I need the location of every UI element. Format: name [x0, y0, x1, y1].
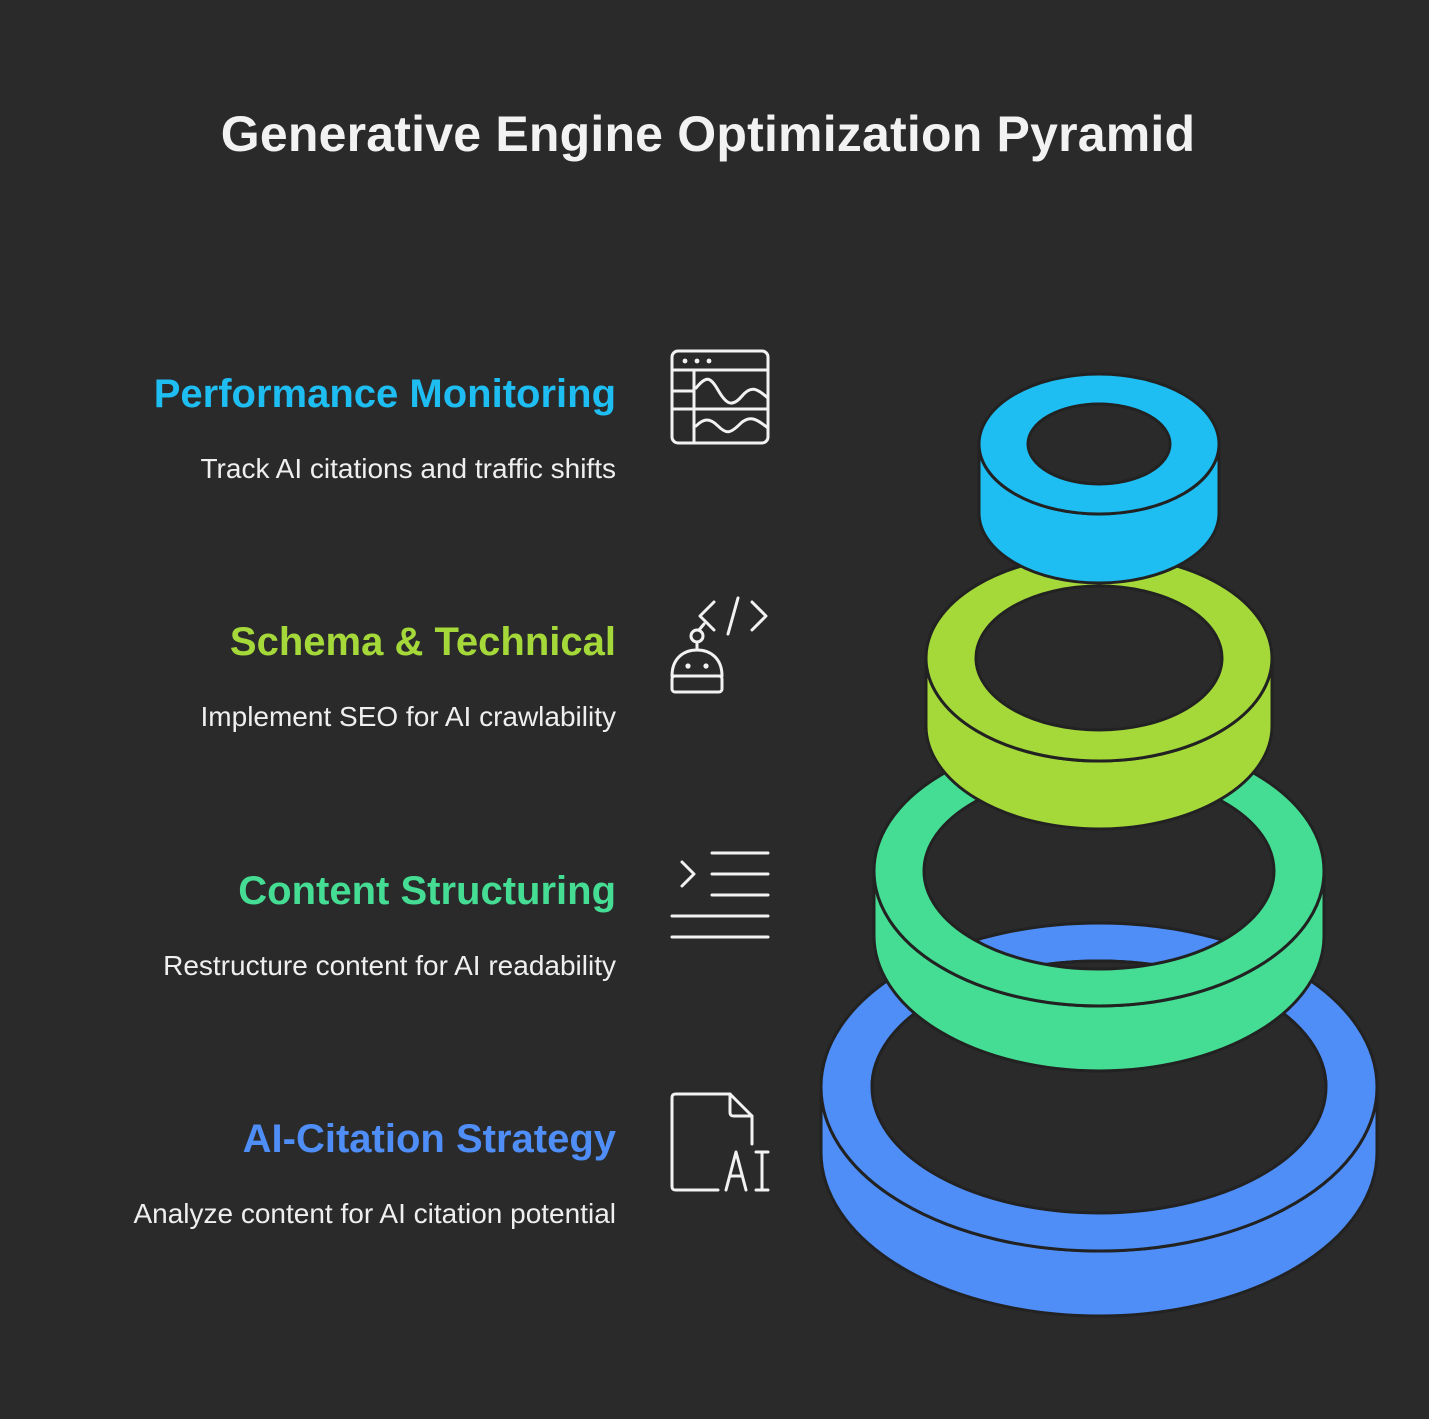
level-description-performance-monitoring: Track AI citations and traffic shifts: [200, 453, 616, 484]
level-title-schema-technical: Schema & Technical: [229, 620, 616, 664]
level-description-ai-citation-strategy: Analyze content for AI citation potentia…: [133, 1198, 616, 1229]
robot-code-icon: [668, 594, 772, 698]
ring-schema-technical: [924, 553, 1274, 831]
ring-content-structuring: [872, 734, 1326, 1073]
ring-ai-citation-strategy: [819, 921, 1379, 1318]
level-title-ai-citation-strategy: AI-Citation Strategy: [242, 1117, 616, 1161]
ring-performance-monitoring: [977, 372, 1221, 585]
ai-document-icon: [668, 1090, 772, 1194]
diagram-title: Generative Engine Optimization Pyramid: [220, 106, 1196, 162]
level-title-content-structuring: Content Structuring: [238, 869, 616, 913]
level-description-schema-technical: Implement SEO for AI crawlability: [200, 701, 616, 732]
level-title-performance-monitoring: Performance Monitoring: [153, 372, 616, 416]
dashboard-chart-icon: [668, 346, 772, 450]
indent-lines-icon: [668, 842, 772, 946]
level-description-content-structuring: Restructure content for AI readability: [163, 950, 616, 981]
